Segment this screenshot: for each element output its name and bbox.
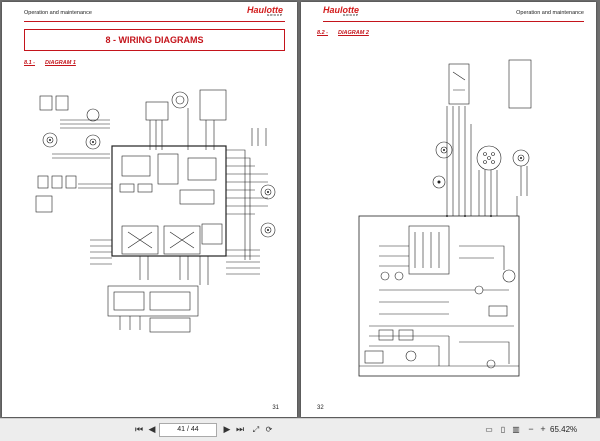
two-page-view-icon[interactable]: ▯ (500, 425, 506, 434)
page-number: 31 (272, 405, 279, 411)
next-page-icon[interactable]: ▶ (223, 424, 231, 434)
first-page-icon[interactable]: ⏮ (134, 424, 144, 434)
section-heading: 8.1 -DIAGRAM 1 (24, 60, 76, 66)
wiring-diagram-2 (358, 59, 532, 377)
page-header-text: Operation and maintenance (516, 10, 584, 16)
continuous-view-icon[interactable]: ▥ (512, 425, 520, 434)
last-page-icon[interactable]: ⏭ (235, 424, 245, 434)
pdf-viewer-toolbar: ⏮ ◀ 41 / 44 ▶ ⏭ ⤢ ⟳ ▭ ▯ ▥ − + 65.42% (0, 418, 600, 441)
zoom-in-icon[interactable]: + (540, 424, 546, 434)
previous-page-icon[interactable]: ◀ (148, 424, 156, 434)
fit-page-icon[interactable]: ⤢ (252, 425, 260, 434)
page-number: 32 (317, 405, 324, 411)
page-header-text: Operation and maintenance (24, 10, 92, 16)
header-rule (24, 21, 285, 22)
section-heading: 8.2 -DIAGRAM 2 (317, 30, 369, 36)
header-rule (323, 21, 584, 22)
chapter-title: 8 - WIRING DIAGRAMS (24, 29, 285, 51)
zoom-out-icon[interactable]: − (528, 424, 534, 434)
zoom-level[interactable]: 65.42% (550, 425, 578, 434)
wiring-diagram-1 (35, 89, 276, 333)
single-page-view-icon[interactable]: ▭ (485, 425, 493, 434)
page-number-input[interactable]: 41 / 44 (159, 423, 217, 437)
rotate-icon[interactable]: ⟳ (265, 425, 273, 434)
